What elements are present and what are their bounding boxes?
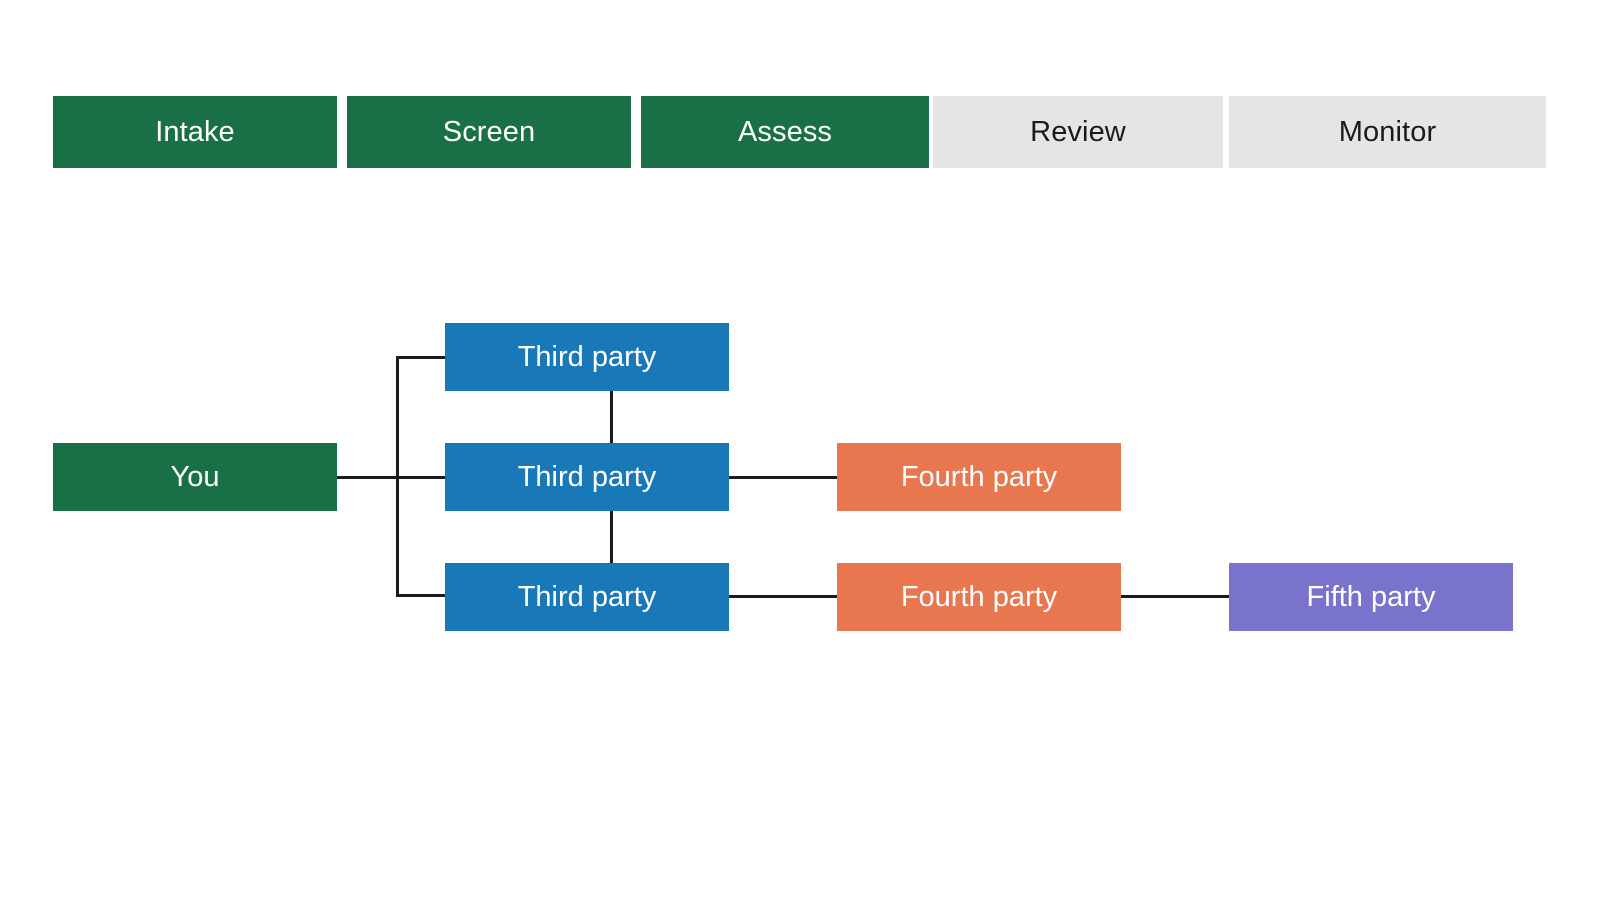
- edge-third-mid-to-fourth-mid: [729, 476, 839, 479]
- node-label-you: You: [170, 460, 220, 493]
- stage-chip-review[interactable]: Review: [933, 96, 1223, 168]
- stage-label-intake: Intake: [155, 115, 235, 148]
- edge-fourth-bottom-to-fifth-bottom: [1121, 595, 1231, 598]
- lifecycle-stage-bar: Intake Screen Assess Review Monitor: [53, 96, 1546, 168]
- stage-chip-assess[interactable]: Assess: [641, 96, 929, 168]
- edge-third-top-to-third-mid: [610, 391, 613, 444]
- stage-chip-screen[interactable]: Screen: [347, 96, 631, 168]
- node-you[interactable]: You: [53, 443, 337, 511]
- edge-you-to-trunk: [337, 476, 398, 479]
- node-third-party-bottom[interactable]: Third party: [445, 563, 729, 631]
- node-third-party-top[interactable]: Third party: [445, 323, 729, 391]
- stage-label-monitor: Monitor: [1338, 115, 1437, 148]
- stage-label-screen: Screen: [442, 115, 536, 148]
- edge-trunk-to-third-bottom: [396, 594, 447, 597]
- node-label-fourth-party-middle: Fourth party: [900, 460, 1058, 493]
- node-fourth-party-bottom[interactable]: Fourth party: [837, 563, 1121, 631]
- node-label-third-party-bottom: Third party: [517, 580, 657, 613]
- stage-label-review: Review: [1030, 115, 1126, 148]
- edge-trunk-to-third-top: [396, 356, 447, 359]
- edge-third-mid-to-third-bottom: [610, 511, 613, 564]
- stage-chip-monitor[interactable]: Monitor: [1229, 96, 1546, 168]
- node-fourth-party-middle[interactable]: Fourth party: [837, 443, 1121, 511]
- stage-chip-intake[interactable]: Intake: [53, 96, 337, 168]
- stage-label-assess: Assess: [737, 115, 833, 148]
- node-label-third-party-middle: Third party: [517, 460, 657, 493]
- node-third-party-middle[interactable]: Third party: [445, 443, 729, 511]
- node-fifth-party-bottom[interactable]: Fifth party: [1229, 563, 1513, 631]
- node-label-third-party-top: Third party: [517, 340, 657, 373]
- edge-trunk-to-third-mid: [396, 476, 447, 479]
- node-label-fourth-party-bottom: Fourth party: [900, 580, 1058, 613]
- node-label-fifth-party-bottom: Fifth party: [1306, 580, 1436, 613]
- edge-third-bottom-to-fourth-bottom: [729, 595, 839, 598]
